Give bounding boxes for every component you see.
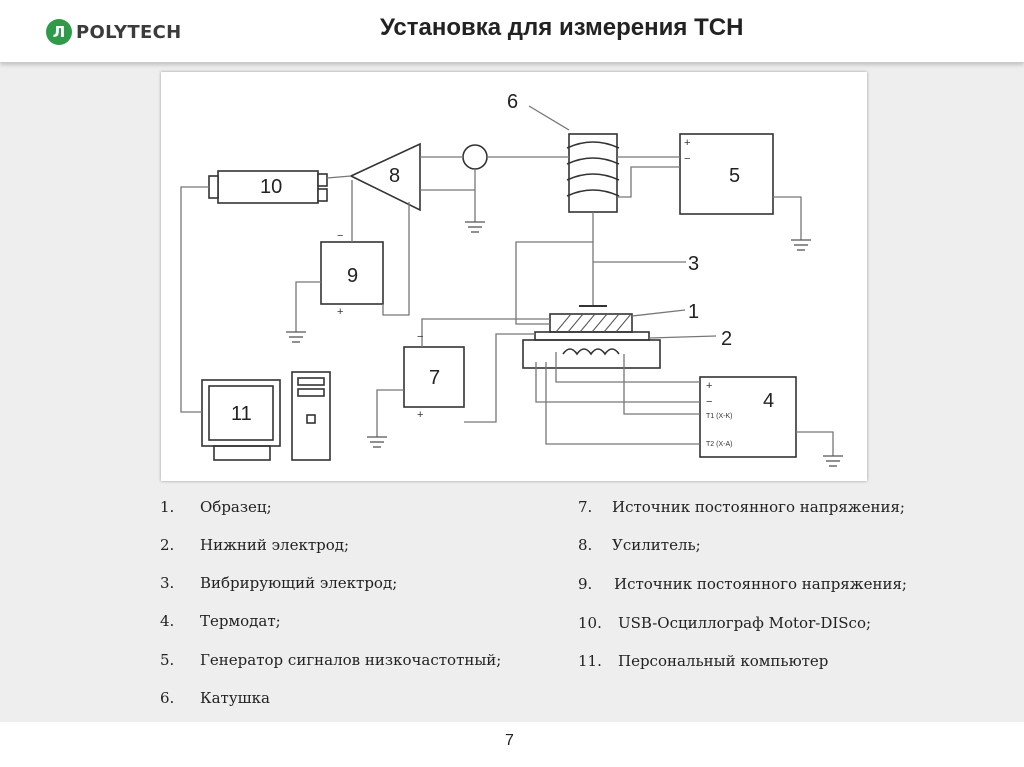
legend-item: 7.Источник постоянного напряжения; — [578, 498, 905, 516]
legend-item: 1.Образец; — [160, 498, 272, 516]
polytech-logo: Л POLYTECH — [46, 17, 181, 47]
sample-box — [549, 313, 633, 333]
svg-text:+: + — [417, 409, 423, 421]
svg-text:+: + — [684, 137, 690, 149]
power-supply-7-box — [403, 346, 465, 408]
generator-circle — [462, 144, 488, 170]
setup-schematic: − + − + + − + − 10 8 9 6 5 3 1 2 7 4 11 … — [180, 91, 843, 467]
label-9: 9 — [347, 265, 358, 287]
slide-header: Л POLYTECH Установка для измерения ТСН — [0, 0, 1024, 62]
thermodat-terminal-t1: T1 (X-K) — [706, 413, 732, 420]
polytech-logo-mark: Л — [46, 19, 72, 45]
legend-item: 10.USB-Осциллограф Motor-DISco; — [578, 614, 872, 632]
slide-footer: 7 — [0, 722, 1024, 767]
label-11: 11 — [231, 403, 252, 425]
slide-title: Установка для измерения ТСН — [380, 14, 744, 41]
legend-item: 11.Персональный компьютер — [578, 652, 829, 670]
label-8: 8 — [389, 165, 400, 187]
polytech-logo-text: POLYTECH — [76, 21, 182, 43]
svg-text:−: − — [706, 396, 712, 408]
svg-text:−: − — [337, 230, 343, 242]
legend-item: 9.Источник постоянного напряжения; — [578, 575, 907, 593]
setup-diagram: − + − + + − + − 10 8 9 6 5 3 1 2 7 4 11 … — [161, 72, 867, 481]
label-5: 5 — [729, 165, 740, 187]
legend-item: 6.Катушка — [160, 689, 270, 707]
label-1: 1 — [688, 301, 699, 323]
label-6: 6 — [507, 91, 518, 113]
label-4: 4 — [763, 390, 774, 412]
legend-item: 2.Нижний электрод; — [160, 536, 350, 554]
pc-tower — [291, 371, 331, 461]
thermodat-box — [699, 376, 797, 458]
monitor-screen — [208, 385, 274, 441]
lower-electrode-plate — [534, 331, 650, 341]
amplifier-triangle — [349, 142, 421, 212]
legend-item: 8.Усилитель; — [578, 536, 701, 554]
label-10: 10 — [260, 176, 282, 198]
signal-generator-box — [679, 133, 774, 215]
svg-text:+: + — [706, 380, 712, 392]
coil-box — [568, 133, 618, 213]
legend-item: 3.Вибрирующий электрод; — [160, 574, 398, 592]
thermodat-terminal-t2: T2 (X-A) — [706, 441, 732, 448]
label-2: 2 — [721, 328, 732, 350]
heater-block — [522, 339, 661, 369]
label-7: 7 — [429, 367, 440, 389]
monitor-stand — [213, 445, 271, 461]
svg-text:−: − — [684, 153, 690, 165]
legend-item: 4.Термодат; — [160, 612, 281, 630]
legend-item: 5.Генератор сигналов низкочастотный; — [160, 651, 502, 669]
svg-text:−: − — [417, 331, 423, 343]
page-number: 7 — [505, 732, 514, 749]
label-3: 3 — [688, 253, 699, 275]
svg-text:+: + — [337, 306, 343, 318]
